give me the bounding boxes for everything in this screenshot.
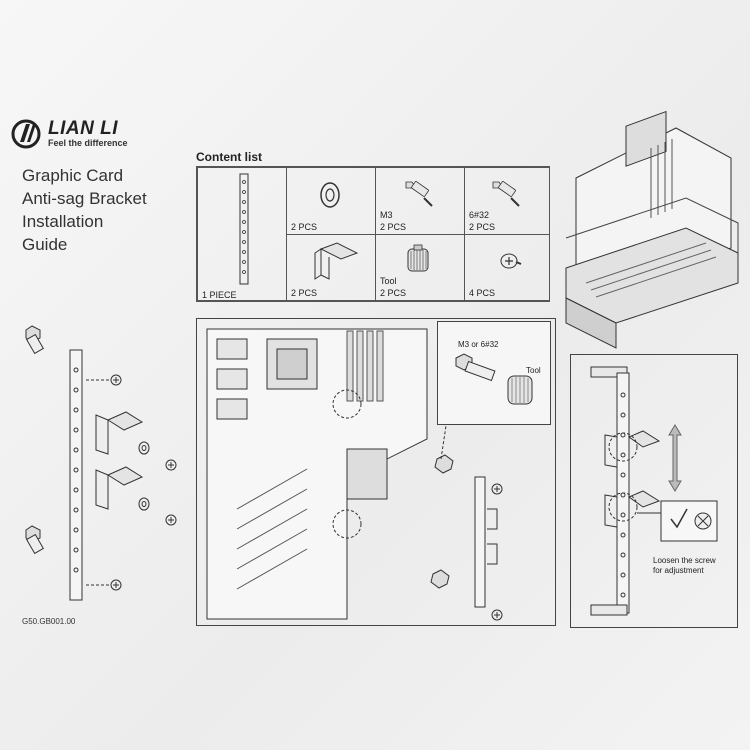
content-item-3-label: M3: [380, 210, 393, 220]
m3-standoff-icon: [405, 181, 433, 207]
content-cell-screw: 4 PCS: [464, 234, 550, 301]
content-item-1-label: 1 PIECE: [202, 290, 237, 300]
adjust-note-line-1: Loosen the screw: [653, 556, 716, 565]
adjustment-panel: Loosen the screw for adjustment: [570, 354, 738, 628]
content-item-5-label: 2 PCS: [291, 288, 318, 298]
standoff-callout-box: M3 or 6#32 Tool: [437, 321, 551, 425]
title-line-1: Graphic Card: [22, 166, 124, 185]
motherboard-illustration: [206, 328, 503, 621]
content-item-7-label: 4 PCS: [469, 288, 496, 298]
bracket-exploded-view: [25, 325, 177, 601]
callout-tool-label: Tool: [526, 366, 541, 375]
content-list-table: 1 PIECE 2 PCS M3 2 PCS 6#32: [196, 166, 550, 302]
content-cell-bracket: 1 PIECE: [197, 167, 287, 301]
content-item-2-label: 2 PCS: [291, 222, 318, 232]
6-32-standoff-icon: [492, 181, 520, 207]
thumb-tool-icon: [407, 244, 429, 272]
motherboard-install-panel: M3 or 6#32 Tool: [196, 318, 556, 626]
brand-tagline: Feel the difference: [48, 138, 128, 148]
bracket-adjustment-illustration: [590, 366, 718, 616]
content-cell-m3: M3 2 PCS: [375, 167, 465, 235]
title-line-4: Guide: [22, 235, 68, 254]
installed-gpu-illustration: [565, 110, 739, 349]
support-clip-icon: [314, 242, 359, 280]
bracket-bar-icon: [239, 173, 249, 285]
content-cell-washer: 2 PCS: [286, 167, 376, 235]
title-line-3: Installation: [22, 212, 104, 231]
title-line-2: Anti-sag Bracket: [22, 189, 147, 208]
adjust-note-line-2: for adjustment: [653, 566, 704, 575]
content-item-6-label: Tool: [380, 276, 397, 286]
document-code: G50.GB001.00: [22, 617, 76, 626]
screw-icon: [500, 253, 522, 269]
washer-icon: [320, 182, 340, 208]
content-item-3-qty: 2 PCS: [380, 222, 407, 232]
callout-standoff-label: M3 or 6#32: [458, 340, 499, 349]
content-list-heading: Content list: [196, 150, 262, 164]
content-cell-tool: Tool 2 PCS: [375, 234, 465, 301]
content-item-4-label: 6#32: [469, 210, 490, 220]
content-cell-6-32: 6#32 2 PCS: [464, 167, 550, 235]
content-cell-clip: 2 PCS: [286, 234, 376, 301]
brand-name: LIAN LI: [48, 118, 118, 139]
lian-li-logo-icon: [11, 119, 41, 149]
content-item-4-qty: 2 PCS: [469, 222, 496, 232]
content-item-6-qty: 2 PCS: [380, 288, 407, 298]
standoff-and-tool-icon: [455, 353, 533, 405]
